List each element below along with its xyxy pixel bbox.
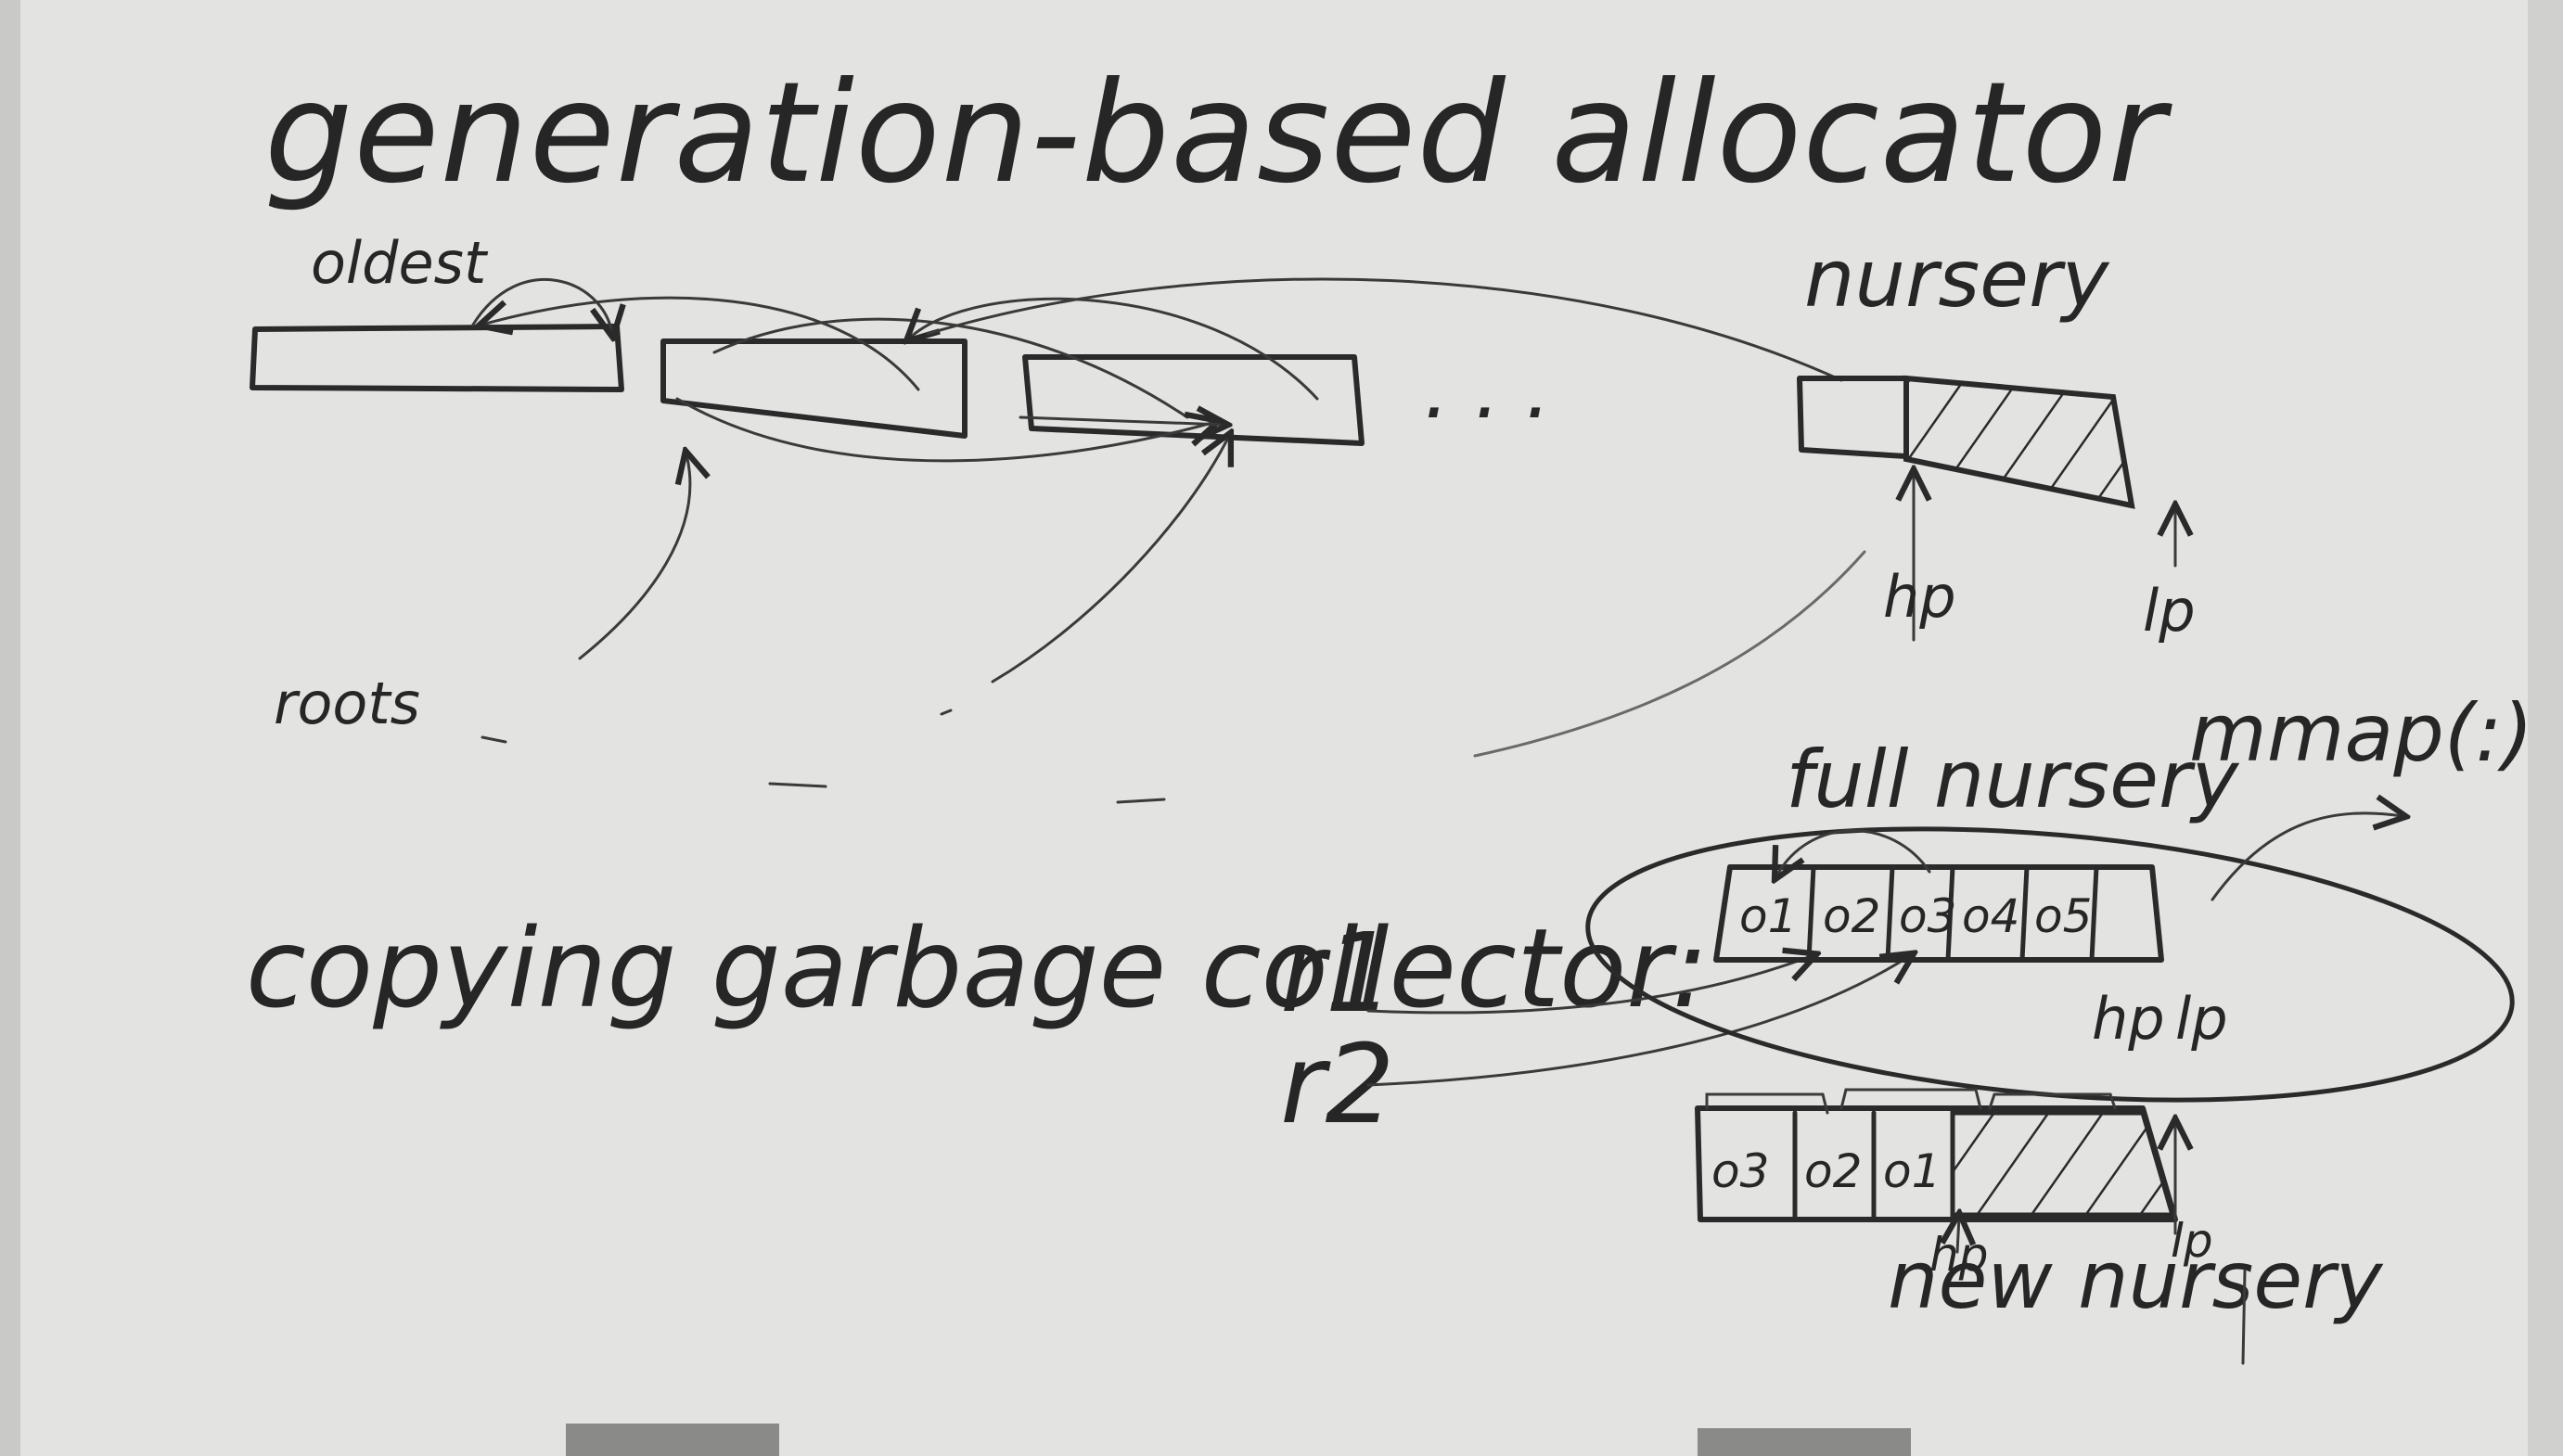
full-cell-o1: o1 [1739,889,1797,943]
board-left-edge [0,0,20,1456]
new-nursery-tab-1 [1705,1092,1829,1115]
pointer-arc-4 [909,297,1319,401]
nursery-free-area [1903,375,2135,509]
root-dash-2 [768,782,827,788]
marker-tray-right [1698,1428,1911,1456]
full-nursery-box [1713,864,2164,963]
new-nursery-label-tail [2241,1269,2247,1365]
full-hp-label: hp [2092,985,2165,1053]
root-dash-1 [481,735,507,744]
o3-to-o1-pointer [1776,829,1931,876]
new-hp-label: hp [1929,1228,1988,1282]
generations-ellipsis: . . . [1424,344,1551,437]
pointer-arc-nursery [926,277,1843,382]
root-arrow-2 [991,436,1229,683]
full-nursery-cells: o1 o2 o3 o4 o5 [1739,864,2099,963]
hp-label: hp [1883,563,1956,631]
full-cell-o3: o3 [1899,889,1956,943]
new-nursery-tab-3 [1988,1092,2117,1110]
board-right-edge [2528,0,2563,1456]
full-cell-o5: o5 [2034,889,2092,943]
generation-box-2 [660,338,968,439]
root-arrow-1 [578,454,690,660]
r1-label: r1 [1280,909,1395,1037]
copying-gc-title: copying garbage collector: [246,904,1709,1032]
mmap-arrow [2211,813,2403,901]
new-cell-o3: o3 [1711,1144,1769,1198]
root-dash-3 [940,709,953,716]
r1-arrow [1366,955,1813,1015]
oldest-label: oldest [311,229,489,297]
full-cell-o2: o2 [1823,889,1880,943]
lp-label: lp [2143,577,2196,645]
new-nursery-tab-2 [1839,1088,1982,1110]
new-lp-label: lp [2171,1214,2213,1268]
nursery-label: nursery [1804,233,2109,326]
mmap-label: mmap(:) [2189,687,2533,780]
new-nursery-cells: o3 o2 o1 [1711,1110,1955,1222]
diagram-title: generation-based allocator [264,53,2172,214]
nursery-used-area [1797,376,1909,459]
root-to-nursery-faint [1473,550,1866,758]
root-dash-4 [1116,798,1166,804]
roots-label: roots [274,670,420,737]
r2-arrow [1366,955,1911,1087]
full-cell-o4: o4 [1962,889,2019,943]
pointer-arc-2 [482,296,920,391]
pointer-arc-6 [1019,417,1224,425]
pointer-arc-5 [675,397,1215,463]
new-nursery-hatched-area [1950,1110,2176,1218]
full-nursery-ellipse [1585,826,2515,1103]
new-cell-o1: o1 [1883,1144,1941,1198]
full-nursery-label: full nursery [1786,734,2239,826]
pointer-arc-3 [712,317,1189,419]
new-cell-o2: o2 [1804,1144,1862,1198]
marker-tray-left [566,1424,779,1456]
generation-box-oldest [250,324,624,392]
new-nursery-label: new nursery [1888,1234,2384,1327]
generation-box-3 [1022,354,1365,446]
new-hp-arrow [1957,1217,1959,1254]
full-lp-label: lp [2175,985,2228,1053]
